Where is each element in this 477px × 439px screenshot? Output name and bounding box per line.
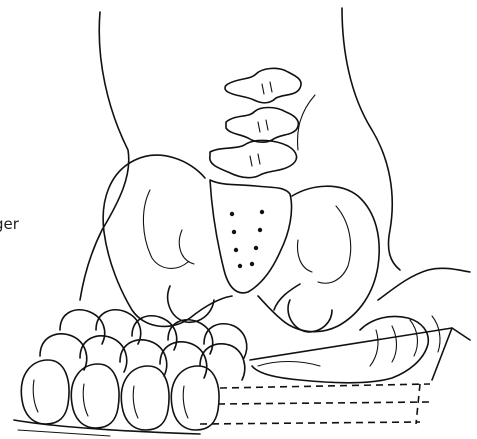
body-outline-right bbox=[342, 8, 400, 270]
sacrum bbox=[210, 180, 292, 293]
lumbar-vertebra-l4 bbox=[226, 108, 298, 143]
lumbar-vertebra-l5 bbox=[210, 140, 297, 177]
body-outline-left bbox=[80, 12, 129, 300]
cropped-caption-label: ger bbox=[0, 215, 19, 233]
lumbar-vertebra-l3 bbox=[225, 68, 301, 102]
air-cell-cushion bbox=[14, 310, 247, 436]
flat-pad bbox=[200, 328, 470, 424]
body-outline-inner bbox=[298, 95, 315, 150]
